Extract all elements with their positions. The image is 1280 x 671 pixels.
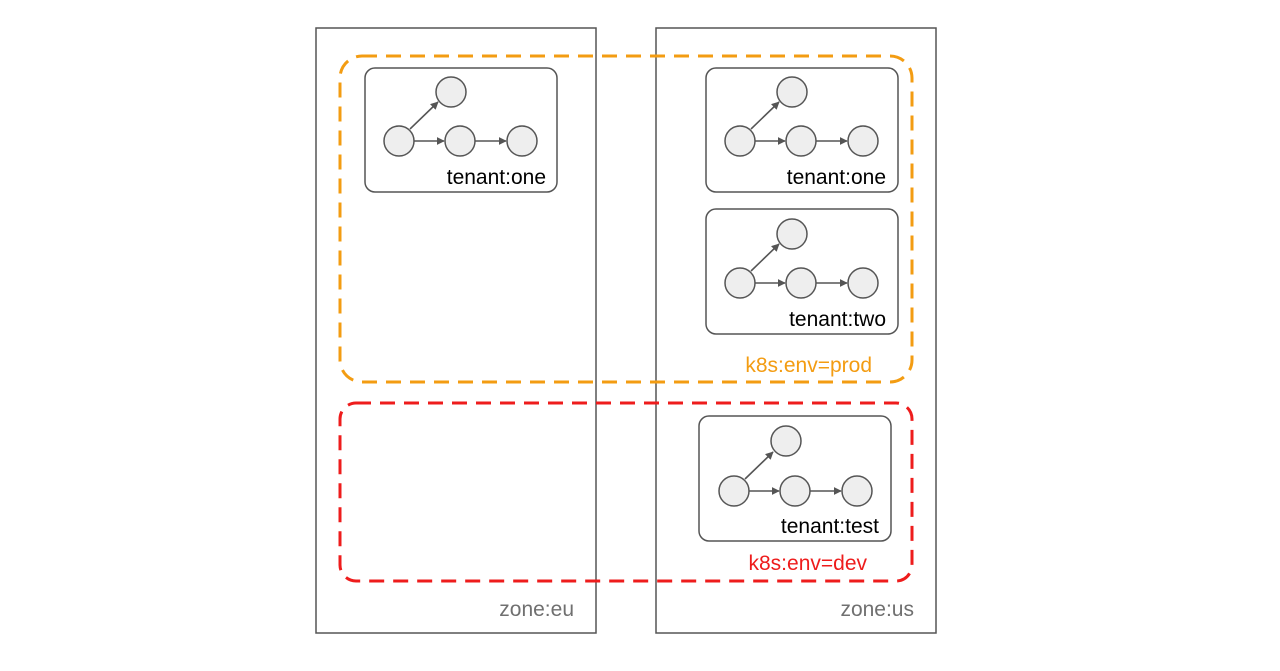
service-node [383,125,415,157]
zone-us: zone:us [655,27,937,634]
service-node [724,125,756,157]
service-node [776,76,808,108]
service-graph [383,76,538,157]
tenant-us-test: tenant:test [698,415,892,542]
service-node [724,267,756,299]
service-node [776,218,808,250]
service-node [779,475,811,507]
env-dev-label: k8s:env=dev [749,552,868,575]
env-dev: k8s:env=dev [338,401,914,583]
zone-eu: zone:eu [315,27,597,634]
service-node [841,475,873,507]
env-prod-label: k8s:env=prod [745,354,872,377]
service-node [847,125,879,157]
zone-us-label: zone:us [840,598,914,621]
zone-eu-label: zone:eu [499,598,574,621]
service-node [847,267,879,299]
service-node [444,125,476,157]
tenant-us-two: tenant:two [705,208,899,335]
service-graph [718,425,873,507]
service-node [718,475,750,507]
env-prod-boundary [338,54,914,384]
zone-us-box [655,27,937,634]
service-node [506,125,538,157]
env-dev-boundary [338,401,914,583]
service-node [770,425,802,457]
service-node [435,76,467,108]
tenant-label: tenant:test [781,515,879,538]
service-graph [724,76,879,157]
service-node [785,125,817,157]
tenant-label: tenant:one [447,166,546,189]
tenant-us-one: tenant:one [705,67,899,193]
tenant-label: tenant:two [789,308,886,331]
zone-eu-box [315,27,597,634]
tenant-label: tenant:one [787,166,886,189]
env-prod: k8s:env=prod [338,54,914,384]
edge-arrow [409,101,439,130]
edge-arrow [750,243,780,272]
service-node [785,267,817,299]
tenant-eu-one: tenant:one [364,67,558,193]
edge-arrow [744,451,774,480]
edge-arrow [750,101,780,130]
service-graph [724,218,879,299]
